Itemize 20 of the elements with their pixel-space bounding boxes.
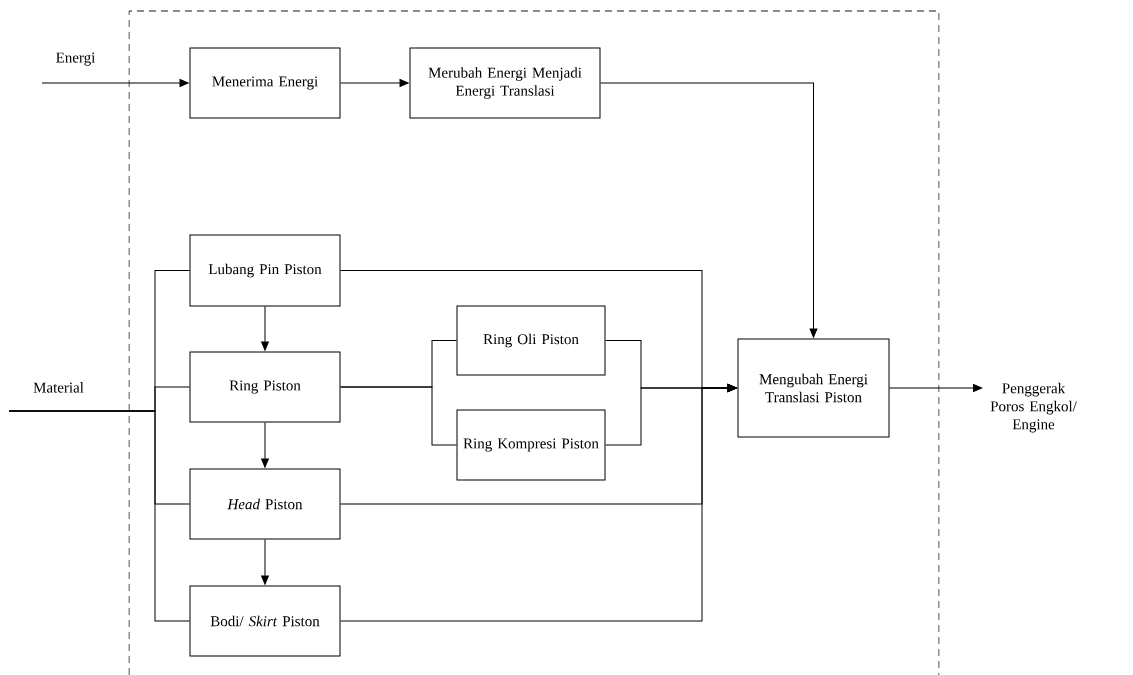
arrow: [600, 82, 818, 338]
arrow: [261, 539, 269, 585]
process-box: Ring Kompresi Piston: [456, 409, 606, 481]
arrow: [889, 384, 983, 392]
arrow: [261, 422, 269, 468]
process-box: Lubang Pin Piston: [189, 234, 341, 307]
process-box: Merubah Energi Menjadi Energi Translasi: [409, 47, 601, 119]
process-box: Mengubah Energi Translasi Piston: [737, 338, 890, 438]
arrow: [340, 79, 409, 87]
arrow: [261, 306, 269, 351]
flow-label: Penggerak Poros Engkol/ Engine: [990, 382, 1077, 433]
arrow: [41, 79, 189, 87]
process-box: Menerima Energi: [189, 47, 341, 119]
arrow: [340, 384, 737, 622]
flow-label: Energi: [56, 52, 96, 66]
process-box: Head Piston: [189, 468, 341, 540]
process-box: Bodi/ Skirt Piston: [189, 585, 341, 657]
flow-label: Material: [33, 382, 84, 393]
process-box: Ring Oli Piston: [456, 305, 606, 376]
process-box: Ring Piston: [189, 351, 341, 423]
